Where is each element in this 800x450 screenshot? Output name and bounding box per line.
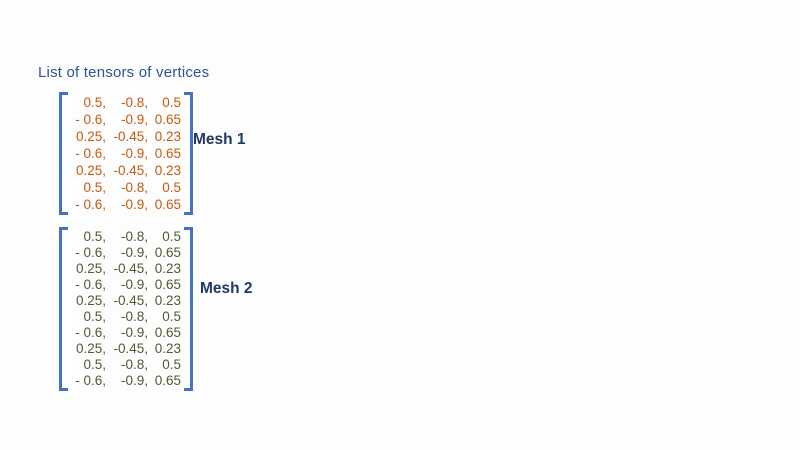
matrix-cell: -0.8, xyxy=(120,180,148,195)
matrix-row: 0.5, -0.8, 0.5 xyxy=(71,357,181,373)
matrix-cell: -0.45, xyxy=(113,129,148,144)
matrix-row: - 0.6, -0.9, 0.65 xyxy=(71,245,181,261)
page-title: List of tensors of vertices xyxy=(38,64,210,81)
matrix-cell: - 0.6, xyxy=(75,112,106,127)
matrix-cell: - 0.6, xyxy=(75,373,106,388)
left-bracket xyxy=(59,92,68,215)
matrix-cell: -0.8, xyxy=(120,229,148,244)
matrix-cell: -0.9, xyxy=(120,245,148,260)
matrix-cell: 0.25, xyxy=(75,341,106,356)
matrix-row: - 0.6, -0.9, 0.65 xyxy=(71,325,181,341)
matrix-cell: 0.5, xyxy=(83,180,106,195)
matrix-cell: 0.5 xyxy=(162,229,181,244)
matrix-row: - 0.6, -0.9, 0.65 xyxy=(71,111,181,128)
matrix-cell: 0.23 xyxy=(154,261,181,276)
matrix-cell: -0.9, xyxy=(120,373,148,388)
matrix-cell: 0.23 xyxy=(154,341,181,356)
matrix-cell: 0.23 xyxy=(154,129,181,144)
matrix-cell: 0.25, xyxy=(75,261,106,276)
matrix-cell: 0.25, xyxy=(75,129,106,144)
matrix-row: 0.25, -0.45, 0.23 xyxy=(71,128,181,145)
matrix-row: 0.25, -0.45, 0.23 xyxy=(71,162,181,179)
matrix-cell: 0.65 xyxy=(154,197,181,212)
matrix-cell: -0.9, xyxy=(120,146,148,161)
matrix-cell: -0.9, xyxy=(120,325,148,340)
matrix-row: 0.25, -0.45, 0.23 xyxy=(71,261,181,277)
matrix-cell: -0.8, xyxy=(120,95,148,110)
matrix-cell: - 0.6, xyxy=(75,197,106,212)
matrix-cell: 0.5 xyxy=(162,309,181,324)
matrix-cell: 0.65 xyxy=(154,146,181,161)
matrix-row: 0.25, -0.45, 0.23 xyxy=(71,341,181,357)
left-bracket xyxy=(59,227,68,391)
matrix-cell: 0.5, xyxy=(83,229,106,244)
matrix-cell: 0.5, xyxy=(83,95,106,110)
matrix-cell: 0.65 xyxy=(154,325,181,340)
matrix-row: - 0.6, -0.9, 0.65 xyxy=(71,373,181,389)
right-bracket xyxy=(184,227,193,391)
matrix-row: 0.5, -0.8, 0.5 xyxy=(71,309,181,325)
matrix-cell: -0.9, xyxy=(120,277,148,292)
matrix-cell: -0.9, xyxy=(120,112,148,127)
mesh-2-label: Mesh 2 xyxy=(200,280,253,297)
matrix-cell: -0.45, xyxy=(113,261,148,276)
matrix-cell: -0.8, xyxy=(120,309,148,324)
matrix-row: - 0.6, -0.9, 0.65 xyxy=(71,145,181,162)
matrix-cell: 0.5, xyxy=(83,309,106,324)
matrix-cell: - 0.6, xyxy=(75,245,106,260)
matrix-row: - 0.6, -0.9, 0.65 xyxy=(71,196,181,213)
matrix-cell: 0.5 xyxy=(162,357,181,372)
matrix-cell: 0.65 xyxy=(154,112,181,127)
matrix-cell: - 0.6, xyxy=(75,277,106,292)
matrix-row: 0.5, -0.8, 0.5 xyxy=(71,229,181,245)
matrix-cell: 0.23 xyxy=(154,163,181,178)
matrix-row: - 0.6, -0.9, 0.65 xyxy=(71,277,181,293)
matrix-row: 0.5, -0.8, 0.5 xyxy=(71,94,181,111)
right-bracket xyxy=(184,92,193,215)
matrix-cell: 0.5 xyxy=(162,95,181,110)
matrix-cell: -0.8, xyxy=(120,357,148,372)
matrix-cell: -0.9, xyxy=(120,197,148,212)
matrix-cell: 0.25, xyxy=(75,293,106,308)
mesh-1-label: Mesh 1 xyxy=(193,131,246,148)
matrix-cell: 0.25, xyxy=(75,163,106,178)
matrix-cell: 0.5 xyxy=(162,180,181,195)
matrix-cell: 0.5, xyxy=(83,357,106,372)
matrix-cell: 0.23 xyxy=(154,293,181,308)
matrix-cell: 0.65 xyxy=(154,277,181,292)
matrix-row: 0.25, -0.45, 0.23 xyxy=(71,293,181,309)
matrix-cell: -0.45, xyxy=(113,163,148,178)
matrix-row: 0.5, -0.8, 0.5 xyxy=(71,179,181,196)
matrix-cell: - 0.6, xyxy=(75,146,106,161)
matrix-cell: - 0.6, xyxy=(75,325,106,340)
matrix-cell: -0.45, xyxy=(113,293,148,308)
matrix-cell: 0.65 xyxy=(154,373,181,388)
matrix-cell: 0.65 xyxy=(154,245,181,260)
matrix-cell: -0.45, xyxy=(113,341,148,356)
